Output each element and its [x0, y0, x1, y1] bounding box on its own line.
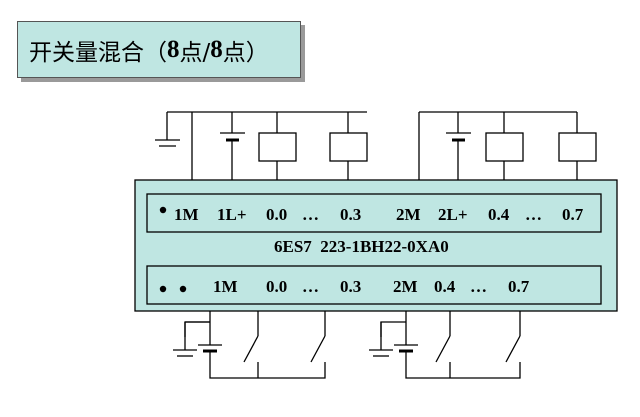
title-number-2: 8: [210, 35, 223, 63]
wire-in-supply-1: [209, 357, 326, 379]
title-prefix: 开关量混合（: [29, 39, 167, 66]
in-label-07: 0.7: [508, 277, 530, 296]
switch-00: [243, 335, 259, 363]
part-number: 6ES7 223-1BH22-0XA0: [274, 237, 449, 256]
load-box-2: [329, 132, 368, 162]
in-label-ellipsis-1: …: [302, 277, 319, 296]
battery-icon-bottom-2: [394, 337, 418, 357]
switch-04: [435, 335, 451, 363]
in-label-ellipsis-2: …: [470, 277, 487, 296]
output-dot: [159, 206, 167, 214]
battery-icon-bottom-1: [198, 337, 222, 357]
ground-symbol-top: [155, 139, 180, 147]
out-label-ellipsis-2: …: [525, 205, 542, 224]
in-label-2m: 2M: [393, 277, 418, 296]
output-terminal-strip: [146, 193, 602, 233]
load-box-4: [558, 132, 597, 162]
title-suffix: 点）: [222, 39, 269, 66]
out-label-00: 0.0: [266, 205, 287, 224]
battery-icon-top-2: [446, 132, 471, 142]
input-dot-1: [159, 285, 167, 293]
out-label-1m: 1M: [174, 205, 199, 224]
title-mid: 点/: [179, 39, 211, 66]
load-box-1: [258, 132, 297, 162]
out-label-07: 0.7: [562, 205, 584, 224]
in-label-03: 0.3: [340, 277, 361, 296]
switch-07: [505, 335, 521, 363]
wire-in-supply-2: [405, 357, 521, 379]
battery-icon-top-1: [220, 132, 245, 142]
input-dot-2: [179, 285, 187, 293]
ground-symbol-bottom-2: [369, 322, 393, 357]
out-label-ellipsis-1: …: [302, 205, 319, 224]
load-box-3: [485, 132, 524, 162]
out-label-1l: 1L+: [217, 205, 247, 224]
in-label-1m: 1M: [213, 277, 238, 296]
in-label-00: 0.0: [266, 277, 287, 296]
switch-03: [310, 335, 326, 363]
title-number-1: 8: [167, 35, 180, 63]
out-label-04: 0.4: [488, 205, 510, 224]
out-label-2m: 2M: [396, 205, 421, 224]
input-terminal-strip: [146, 265, 602, 305]
in-label-04: 0.4: [434, 277, 456, 296]
ground-symbol-bottom-1: [173, 322, 197, 357]
out-label-03: 0.3: [340, 205, 361, 224]
out-label-2l: 2L+: [438, 205, 468, 224]
